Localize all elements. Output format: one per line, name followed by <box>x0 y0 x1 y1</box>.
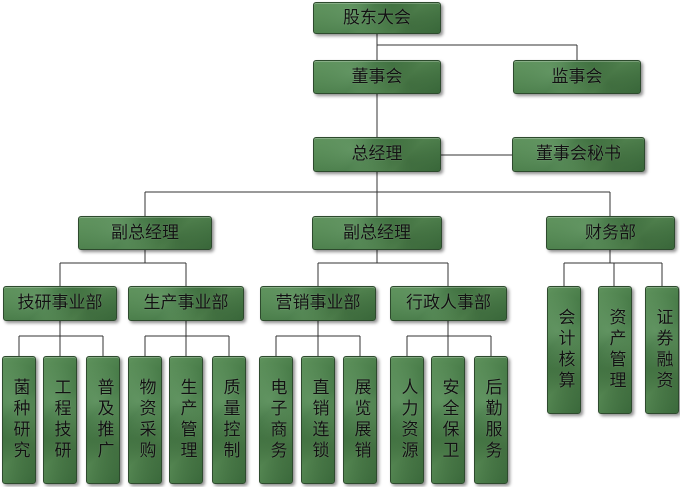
node-board: 董事会 <box>313 60 441 94</box>
node-strain-research: 菌种研究 <box>2 356 36 484</box>
node-securities: 证券融资 <box>645 286 679 414</box>
node-board-secretary: 董事会秘书 <box>512 137 645 172</box>
node-finance: 财务部 <box>546 216 675 250</box>
node-shareholders: 股东大会 <box>313 2 441 34</box>
node-deputy-gm-1: 副总经理 <box>78 216 212 250</box>
node-quality-control: 质量控制 <box>212 356 246 484</box>
node-accounting: 会计核算 <box>547 286 581 414</box>
node-ecommerce: 电子商务 <box>259 356 293 484</box>
node-asset-mgmt: 资产管理 <box>598 286 632 414</box>
node-extension: 普及推广 <box>86 356 120 484</box>
node-admin: 行政人事部 <box>390 286 507 321</box>
node-procurement: 物资采购 <box>128 356 162 484</box>
node-supervisors: 监事会 <box>513 60 641 94</box>
node-exhibition: 展览展销 <box>343 356 377 484</box>
node-general-manager: 总经理 <box>313 137 441 172</box>
node-tech-dev: 技研事业部 <box>3 286 117 321</box>
node-hr: 人力资源 <box>390 356 424 484</box>
node-security: 安全保卫 <box>431 356 465 484</box>
node-marketing: 营销事业部 <box>260 286 376 321</box>
node-production-mgmt: 生产管理 <box>169 356 203 484</box>
node-direct-chain: 直销连锁 <box>301 356 335 484</box>
node-engineering-tech: 工程技研 <box>43 356 77 484</box>
node-logistics: 后勤服务 <box>474 356 508 484</box>
node-deputy-gm-2: 副总经理 <box>312 216 442 250</box>
node-production: 生产事业部 <box>128 286 244 321</box>
